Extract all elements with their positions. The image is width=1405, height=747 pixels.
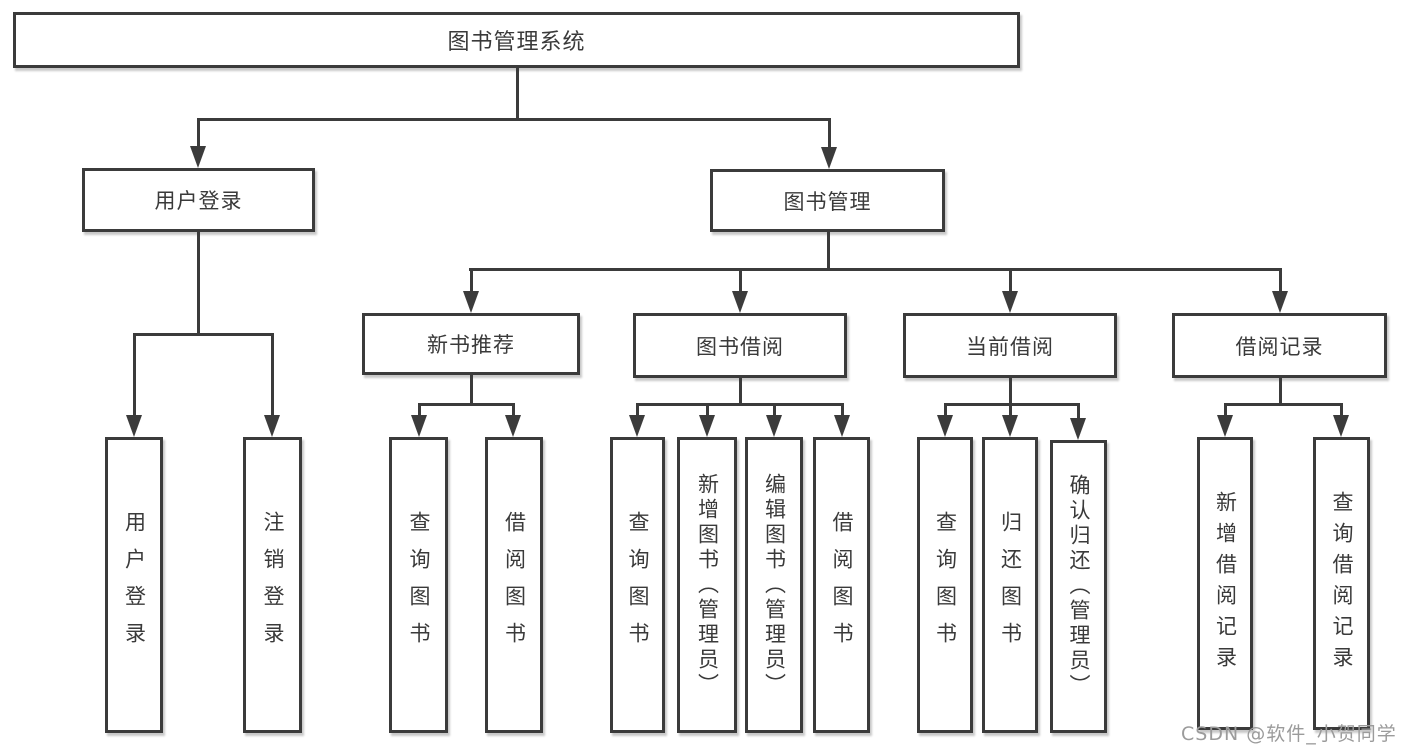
connector-new-rec-stem — [470, 375, 473, 405]
leaf-label: 查询图书 — [933, 511, 958, 659]
leaf-add-books-admin: 新增图书（管理员） — [677, 437, 737, 733]
node-book-borrow-label: 图书借阅 — [696, 334, 784, 359]
node-root-label: 图书管理系统 — [447, 30, 586, 55]
leaf-return-books: 归还图书 — [982, 437, 1038, 733]
leaf-recommend-borrow-books: 借阅图书 — [485, 437, 543, 733]
connector-to-leaf — [1009, 403, 1012, 417]
node-borrow-records: 借阅记录 — [1172, 313, 1387, 378]
leaf-label: 新增图书（管理员） — [695, 472, 720, 698]
leaf-recommend-query-books: 查询图书 — [389, 437, 448, 733]
connector-root-crossbar — [197, 118, 831, 121]
node-root: 图书管理系统 — [13, 12, 1020, 68]
leaf-current-query-books: 查询图书 — [917, 437, 973, 733]
node-book-management: 图书管理 — [710, 169, 945, 232]
connector-to-leaf — [944, 403, 947, 417]
connector-book-borrow-stem — [739, 378, 742, 405]
node-current-borrow: 当前借阅 — [903, 313, 1117, 378]
connector-new-rec-crossbar — [418, 403, 514, 406]
connector-to-leaf — [636, 403, 639, 417]
leaf-edit-books-admin: 编辑图书（管理员） — [745, 437, 803, 733]
node-current-borrow-label: 当前借阅 — [966, 334, 1054, 359]
arrowhead-icon — [699, 415, 715, 437]
connector-user-login-stem — [197, 232, 200, 335]
connector-to-book-borrow — [739, 268, 742, 293]
arrowhead-icon — [834, 415, 850, 437]
connector-book-mgmt-stem — [827, 232, 830, 270]
leaf-label: 编辑图书（管理员） — [762, 472, 787, 698]
node-book-management-label: 图书管理 — [783, 189, 872, 214]
connector-to-leaf — [418, 403, 421, 417]
leaf-label: 查询图书 — [407, 511, 431, 659]
connector-to-leaf — [271, 333, 274, 417]
leaf-add-borrow-record: 新增借阅记录 — [1197, 437, 1253, 730]
arrowhead-icon — [1002, 415, 1018, 437]
arrowhead-icon — [1217, 415, 1233, 437]
arrowhead-icon — [505, 415, 521, 437]
arrowhead-icon — [1333, 415, 1349, 437]
leaf-label: 归还图书 — [998, 511, 1023, 659]
connector-current-borrow-crossbar — [944, 403, 1080, 406]
connector-user-login-crossbar — [133, 333, 274, 336]
connector-to-leaf — [773, 403, 776, 417]
leaf-user-login: 用户登录 — [105, 437, 163, 733]
connector-book-borrow-crossbar — [636, 403, 843, 406]
connector-to-leaf — [706, 403, 709, 417]
node-user-login-label: 用户登录 — [154, 189, 243, 213]
leaf-label: 借阅图书 — [830, 511, 854, 659]
node-user-login: 用户登录 — [82, 168, 315, 232]
arrowhead-icon — [264, 415, 280, 437]
connector-to-leaf — [841, 403, 844, 417]
arrowhead-icon — [1002, 291, 1018, 313]
connector-to-leaf — [1340, 403, 1343, 417]
leaf-label: 注销登录 — [261, 511, 285, 659]
arrowhead-icon — [937, 415, 953, 437]
leaf-label: 查询图书 — [626, 511, 650, 659]
connector-root-stem — [516, 68, 519, 119]
arrowhead-icon — [1272, 291, 1288, 313]
leaf-borrow-query-books: 查询图书 — [610, 437, 665, 733]
connector-borrow-records-crossbar — [1224, 403, 1342, 406]
arrowhead-icon — [821, 147, 837, 169]
connector-to-leaf — [133, 333, 136, 417]
connector-current-borrow-stem — [1009, 378, 1012, 405]
connector-book-mgmt-crossbar — [469, 268, 1281, 271]
node-book-borrow: 图书借阅 — [633, 313, 847, 378]
connector-to-user-login — [197, 118, 200, 147]
node-new-book-recommend-label: 新书推荐 — [427, 333, 515, 357]
connector-to-current-borrow — [1009, 268, 1012, 293]
arrowhead-icon — [766, 415, 782, 437]
leaf-label: 用户登录 — [122, 511, 147, 659]
arrowhead-icon — [126, 415, 142, 437]
arrowhead-icon — [1070, 418, 1086, 440]
leaf-logout: 注销登录 — [243, 437, 302, 733]
connector-to-leaf — [1077, 403, 1080, 420]
leaf-borrow-books: 借阅图书 — [813, 437, 870, 733]
connector-to-borrow-records — [1279, 268, 1282, 293]
arrowhead-icon — [732, 291, 748, 313]
node-borrow-records-label: 借阅记录 — [1235, 334, 1324, 359]
arrowhead-icon — [629, 415, 645, 437]
leaf-label: 借阅图书 — [502, 511, 527, 659]
connector-borrow-records-stem — [1279, 378, 1282, 405]
arrowhead-icon — [463, 291, 479, 313]
connector-to-leaf — [512, 403, 515, 417]
leaf-query-borrow-record: 查询借阅记录 — [1313, 437, 1370, 730]
node-new-book-recommend: 新书推荐 — [362, 313, 580, 375]
leaf-label: 新增借阅记录 — [1213, 490, 1238, 677]
connector-to-book-mgmt — [828, 118, 831, 148]
leaf-confirm-return-admin: 确认归还（管理员） — [1050, 440, 1107, 733]
leaf-label: 确认归还（管理员） — [1067, 474, 1091, 699]
arrowhead-icon — [190, 146, 206, 168]
watermark: CSDN @软件_小贺同学 — [1181, 723, 1397, 745]
arrowhead-icon — [411, 415, 427, 437]
connector-to-new-rec — [470, 268, 473, 293]
leaf-label: 查询借阅记录 — [1330, 490, 1354, 677]
connector-to-leaf — [1224, 403, 1227, 417]
